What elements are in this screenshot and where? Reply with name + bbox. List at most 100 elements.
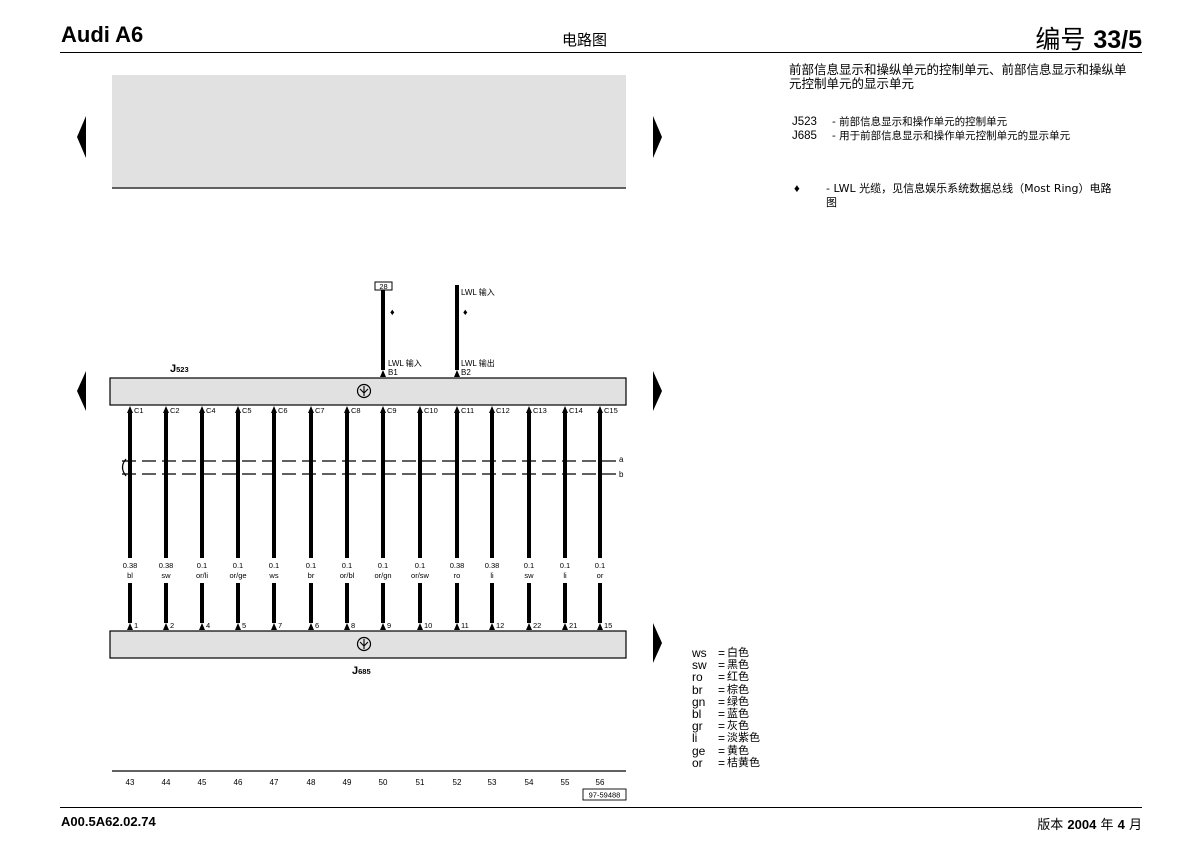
next-page-arrow-icon[interactable] [653, 371, 662, 411]
pin-arrow-icon [199, 623, 205, 630]
bottom-pin-label: 4 [206, 621, 210, 630]
bottom-pin-label: 7 [278, 621, 282, 630]
edition: 版本 2004 年 4 月 [1037, 814, 1142, 833]
pin-arrow-icon [380, 623, 386, 630]
pin-arrow-icon [344, 406, 350, 413]
wire-color-label: sw [524, 571, 534, 580]
color-name: 黄色 [727, 743, 750, 757]
pin-arrow-icon [163, 406, 169, 413]
color-name: 黑色 [727, 658, 750, 672]
wire-size-label: 0.38 [450, 561, 465, 570]
track-number: 53 [488, 778, 497, 787]
top-pin-label: C13 [533, 406, 547, 415]
model-title: Audi A6 [61, 22, 144, 47]
wire-color-label: ro [454, 571, 461, 580]
legend-code: J685 [792, 130, 817, 142]
next-page-arrow-icon[interactable] [653, 623, 662, 663]
page-number: 编号 33/5 [1035, 20, 1142, 56]
color-equals [718, 732, 725, 744]
pin-arrow-icon [380, 406, 386, 413]
page-number-value: 33/5 [1093, 26, 1142, 54]
wire-size-label: 0.1 [342, 561, 352, 570]
wire-color-label: li [563, 571, 567, 580]
edition-year-suffix: 年 [1100, 818, 1114, 833]
color-name: 棕色 [727, 682, 750, 696]
track-number: 56 [596, 778, 605, 787]
bottom-pin-label: 6 [315, 621, 319, 630]
edition-prefix: 版本 [1037, 818, 1064, 833]
shield-bracket [121, 458, 127, 477]
pin-arrow-icon [235, 406, 241, 413]
top-pin-label: C9 [387, 406, 397, 415]
legend-code: J523 [792, 116, 817, 128]
color-legend-row: gr灰色 [692, 719, 760, 734]
diamond-icon: ♦ [794, 183, 800, 195]
top-pin-label: C7 [315, 406, 325, 415]
wire-size-label: 0.1 [269, 561, 279, 570]
wire-size-label: 0.38 [159, 561, 174, 570]
page-number-prefix: 编号 [1035, 25, 1086, 54]
pin-arrow-icon [526, 623, 532, 630]
color-code: ro [692, 670, 703, 685]
top-pin-label: C2 [170, 406, 180, 415]
prev-page-arrow-icon[interactable] [77, 116, 86, 158]
bottom-pin-label: 5 [242, 621, 246, 630]
color-code: br [692, 682, 703, 697]
bottom-pin-label: 11 [461, 621, 469, 630]
b1-pin: B1 [388, 368, 398, 377]
bottom-pin-label: 2 [170, 621, 174, 630]
wire-color-label: or/ge [229, 571, 246, 580]
wire: C90.1or/gn9 [374, 406, 397, 630]
track-number: 49 [343, 778, 352, 787]
pin-arrow-icon [597, 623, 603, 630]
wire-color-label: or/gn [374, 571, 391, 580]
color-equals [718, 684, 725, 696]
lower-unit-box [109, 630, 627, 659]
lower-unit-code: J [352, 665, 358, 677]
pin-arrow-icon [127, 406, 133, 413]
legend-note: ♦ LWL 光缆，见信息娱乐系统数据总线（Most Ring）电路图 [794, 182, 1114, 210]
color-legend-row: br 棕色 [692, 682, 760, 697]
b2-arrow-icon [454, 370, 460, 377]
wire-color-label: bl [127, 571, 133, 580]
shield-label-a: a [619, 455, 624, 464]
wire-size-label: 0.38 [485, 561, 500, 570]
color-legend-row: sw黑色 [692, 658, 760, 672]
next-page-arrow-icon[interactable] [653, 116, 662, 158]
color-legend-row: li淡紫色 [692, 732, 760, 745]
wire-color-label: or/sw [411, 571, 430, 580]
top-pin-label: C1 [134, 406, 144, 415]
track-number: 47 [270, 778, 279, 787]
color-name: 绿色 [727, 694, 750, 708]
legend-item: J685 用于前部信息显示和操作单元控制单元的显示单元 [792, 129, 1122, 143]
pin-arrow-icon [562, 406, 568, 413]
color-code: gr [692, 719, 703, 734]
wire-color-label: sw [161, 571, 171, 580]
b2-pin: B2 [461, 368, 471, 377]
top-pin-label: C14 [569, 406, 583, 415]
edition-month: 4 [1117, 817, 1125, 832]
track-number: 52 [453, 778, 462, 787]
pin-arrow-icon [562, 623, 568, 630]
wire-size-label: 0.1 [233, 561, 243, 570]
b1-label: LWL 输入 [388, 358, 422, 368]
prev-page-arrow-icon[interactable] [77, 371, 86, 411]
color-equals [718, 757, 725, 769]
wire-size-label: 0.1 [560, 561, 570, 570]
wire-size-label: 0.1 [415, 561, 425, 570]
bottom-pin-label: 22 [533, 621, 541, 630]
figure-code: 97-59488 [589, 791, 621, 800]
legend-desc: 用于前部信息显示和操作单元控制单元的显示单元 [832, 129, 1122, 143]
legend-item: J523 前部信息显示和操作单元的控制单元 [792, 115, 1122, 129]
top-pin-label: C11 [461, 406, 474, 415]
pin-arrow-icon [526, 406, 532, 413]
wire-color-legend: ws白色sw黑色ro红色br棕色gn绿色bl蓝色gr灰色li淡紫色ge黄色or桔… [692, 646, 760, 769]
